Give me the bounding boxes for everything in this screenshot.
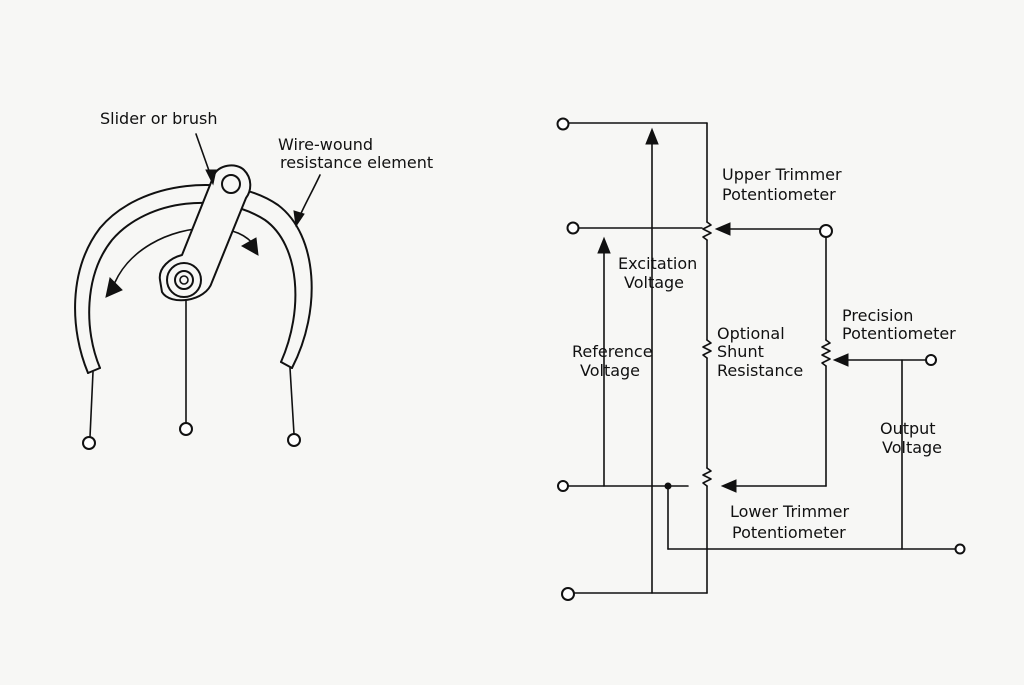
element-label-line2: resistance element	[280, 153, 433, 172]
resistance-element-left-end	[87, 367, 101, 374]
shunt-resistor	[702, 339, 712, 359]
resistance-element-right-end	[280, 361, 293, 369]
terminal-precision-top	[819, 224, 833, 238]
shaft-inner-ring	[174, 270, 194, 290]
upper-trimmer-resistor	[702, 221, 712, 241]
output-label-line2: Voltage	[882, 438, 942, 457]
shunt-label-line3: Resistance	[717, 361, 803, 380]
shunt-label-line2: Shunt	[717, 342, 764, 361]
precision-label-line2: Potentiometer	[842, 324, 956, 343]
reference-label-line1: Reference	[572, 342, 653, 361]
upper-trimmer-label-line2: Potentiometer	[722, 185, 836, 204]
rotation-arrowhead-right	[240, 237, 259, 256]
lower-trimmer-label-line2: Potentiometer	[732, 523, 846, 542]
terminal-right	[287, 433, 301, 447]
lower-wiper-arrowhead	[720, 479, 737, 493]
slider-pointer-arrowhead	[205, 169, 217, 186]
upper-wiper-arrowhead	[714, 222, 731, 236]
rotation-arrowhead-left	[105, 276, 123, 298]
terminal-center	[179, 422, 193, 436]
precision-wiper-arrowhead	[832, 353, 849, 367]
shaft-outer-ring	[166, 262, 202, 298]
terminal-left	[82, 436, 96, 450]
reference-label-line2: Voltage	[580, 361, 640, 380]
element-pointer-arrowhead	[293, 210, 305, 228]
excitation-label-line1: Excitation	[618, 254, 697, 273]
precision-label-line1: Precision	[842, 306, 913, 325]
terminal-bottom-left	[561, 587, 575, 601]
excitation-label-line2: Voltage	[624, 273, 684, 292]
slider-arm	[158, 164, 252, 302]
precision-potentiometer-resistor	[821, 339, 831, 367]
output-label-line1: Output	[880, 419, 936, 438]
terminal-output-top	[925, 354, 937, 366]
shunt-label-line1: Optional	[717, 324, 785, 343]
trimmer-circuit: Upper Trimmer Potentiometer Excitation V…	[556, 117, 966, 601]
lower-trimmer-resistor	[702, 467, 712, 487]
potentiometer-sketch: Slider or brush Wire-wound resistance el…	[74, 109, 433, 450]
upper-trimmer-label-line1: Upper Trimmer	[722, 165, 842, 184]
lead-right	[289, 367, 295, 435]
reference-arrowhead	[597, 236, 611, 254]
slider-label: Slider or brush	[100, 109, 218, 128]
resistance-element-outer-arc	[74, 184, 313, 374]
excitation-arrowhead	[645, 127, 659, 145]
terminal-top-left	[556, 117, 570, 131]
terminal-output-bottom	[954, 543, 966, 555]
lower-trimmer-label-line1: Lower Trimmer	[730, 502, 849, 521]
terminal-upper-reference	[566, 221, 580, 235]
lead-left	[89, 371, 94, 438]
terminal-lower-reference	[557, 480, 569, 492]
shaft-center	[179, 275, 189, 285]
slider-pivot-hole	[221, 174, 241, 194]
element-label-line1: Wire-wound	[278, 135, 373, 154]
resistance-element-inner-arc	[88, 201, 297, 369]
